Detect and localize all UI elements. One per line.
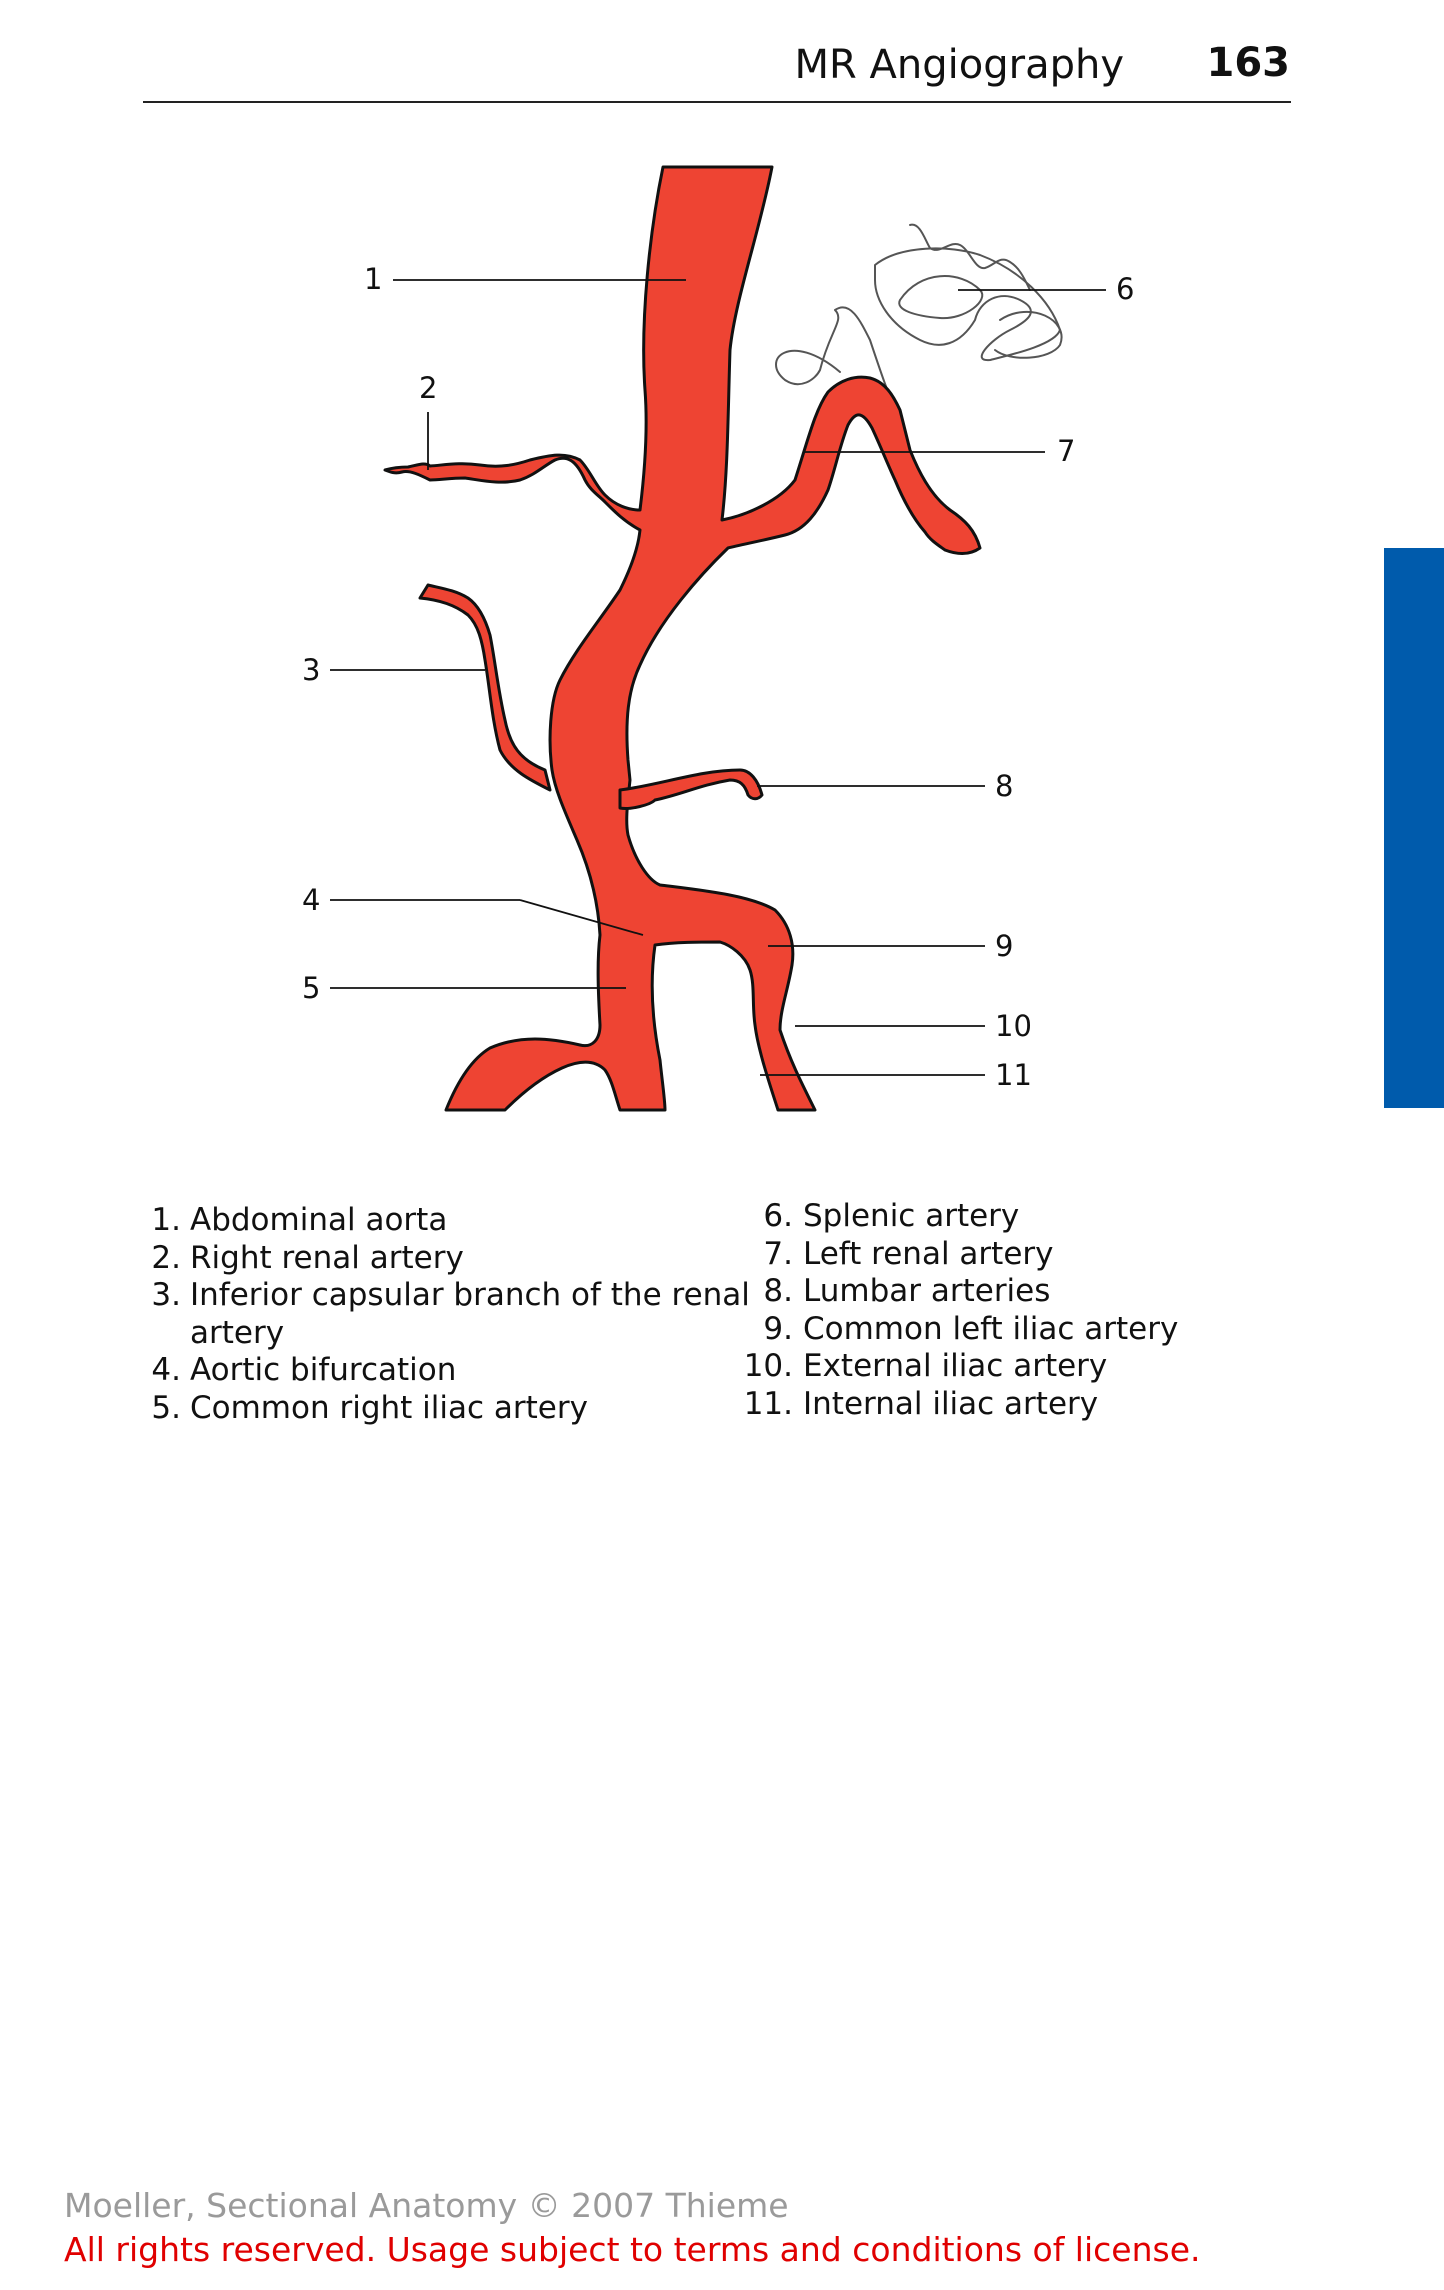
legend-item: 5.Common right iliac artery (143, 1390, 750, 1428)
arterial-anatomy-illustration (330, 165, 1106, 1112)
legend-number: 4. (151, 1352, 181, 1388)
legend-item: artery (143, 1315, 750, 1353)
legend-number: 9. (763, 1310, 793, 1347)
footer-rights: All rights reserved. Usage subject to te… (64, 2230, 1201, 2269)
legend-text: artery (190, 1314, 285, 1351)
legend-item: 1.Abdominal aorta (143, 1202, 750, 1240)
legend-number: 3. (151, 1277, 181, 1313)
legend-number: 11. (743, 1385, 793, 1422)
callout-10: 10 (995, 1009, 1032, 1043)
legend-number: 8. (763, 1273, 793, 1309)
callout-11: 11 (995, 1058, 1032, 1092)
chapter-side-tab (1384, 548, 1444, 1108)
legend-text: Inferior capsular branch of the renal (190, 1277, 750, 1313)
callout-6: 6 (1116, 272, 1135, 306)
footer-copyright: Moeller, Sectional Anatomy © 2007 Thieme (64, 2186, 789, 2225)
header-rule (143, 101, 1291, 103)
legend-number: 2. (151, 1239, 181, 1276)
spleen-outline (775, 223, 1063, 421)
legend-text: Internal iliac artery (803, 1385, 1099, 1422)
callout-7: 7 (1057, 434, 1076, 468)
callout-5: 5 (302, 971, 321, 1005)
callout-4: 4 (302, 883, 321, 917)
legend-number: 1. (151, 1202, 181, 1238)
callout-leaders (330, 279, 1106, 1076)
legend-text: Right renal artery (190, 1239, 464, 1276)
legend-item: 8. Lumbar arteries (741, 1273, 1178, 1311)
legend-text: Splenic artery (803, 1198, 1020, 1234)
legend-item: 6. Splenic artery (741, 1198, 1178, 1236)
running-header-title: MR Angiography (794, 42, 1124, 88)
legend-item: 2.Right renal artery (143, 1240, 750, 1278)
legend-number: 10. (743, 1348, 793, 1384)
callout-8: 8 (995, 769, 1014, 803)
callout-2: 2 (419, 371, 438, 405)
legend-left: 1.Abdominal aorta 2.Right renal artery 3… (143, 1202, 750, 1428)
legend-text: External iliac artery (803, 1348, 1108, 1384)
legend-item: 11. Internal iliac artery (741, 1386, 1178, 1424)
legend-item: 3.Inferior capsular branch of the renal (143, 1277, 750, 1315)
legend-item: 10. External iliac artery (741, 1348, 1178, 1386)
legend-number: 6. (763, 1198, 793, 1234)
legend-number: 5. (151, 1389, 181, 1426)
legend-number: 7. (763, 1235, 793, 1272)
legend-text: Common left iliac artery (803, 1310, 1179, 1347)
legend-text: Lumbar arteries (803, 1273, 1051, 1309)
callout-1: 1 (364, 262, 383, 296)
legend-text: Aortic bifurcation (190, 1352, 457, 1388)
legend-text: Left renal artery (803, 1235, 1054, 1272)
arterial-tree (383, 165, 982, 1112)
legend-item: 4.Aortic bifurcation (143, 1352, 750, 1390)
legend-item: 9. Common left iliac artery (741, 1311, 1178, 1349)
legend-item: 7. Left renal artery (741, 1236, 1178, 1274)
page-number: 163 (1206, 40, 1291, 86)
callout-9: 9 (995, 929, 1014, 963)
legend-right: 6. Splenic artery 7. Left renal artery 8. L… (741, 1198, 1179, 1424)
legend-text: Abdominal aorta (190, 1202, 448, 1238)
callout-3: 3 (302, 653, 321, 687)
legend-text: Common right iliac artery (190, 1389, 588, 1426)
